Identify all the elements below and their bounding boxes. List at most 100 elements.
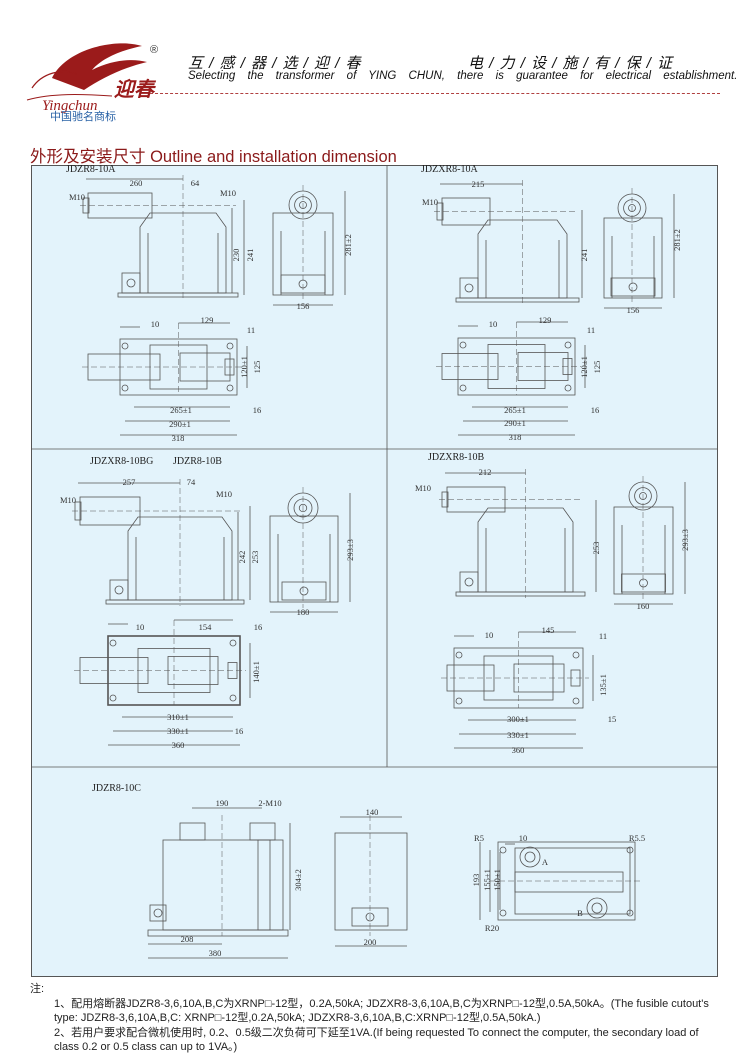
dimension-label: 120±1 xyxy=(238,356,249,378)
dimension-label: 15 xyxy=(607,713,617,724)
dimension-label: 253 xyxy=(590,541,601,555)
note-item: 1、配用熔断器JDZR8-3,6,10A,B,C为XRNP□-12型，0.2A,… xyxy=(54,997,709,1025)
dimension-label: 16 xyxy=(590,404,600,415)
primary-terminal-a xyxy=(524,851,536,863)
header-divider xyxy=(150,93,720,94)
terminal-bolt xyxy=(639,578,648,588)
primary-terminal-a xyxy=(519,846,541,868)
trademark-text: 中国驰名商标 xyxy=(50,111,116,123)
dimension-label: 16 xyxy=(234,725,244,736)
dimension-label: 215 xyxy=(471,178,485,189)
model-name: JDZXR8-10A xyxy=(421,164,478,175)
dimension-label: M10 xyxy=(68,191,86,202)
dimension-label: 16 xyxy=(252,404,262,415)
mounting-hole xyxy=(572,651,580,659)
page-title: 外形及安装尺寸 Outline and installation dimensi… xyxy=(30,148,397,166)
transformer-body-end xyxy=(613,506,674,595)
dimension-label: 11 xyxy=(246,324,256,335)
dimension-label: 293±3 xyxy=(344,539,355,561)
dimension-label: 2-M10 xyxy=(258,797,282,808)
model-name: JDZXR8-10B xyxy=(428,452,485,463)
dimension-label: 155±1 xyxy=(481,869,492,891)
transformer-body-side xyxy=(162,839,284,931)
dimension-label: 330±1 xyxy=(167,725,189,736)
dimension-label: 150±1 xyxy=(491,869,502,891)
transformer-body-end xyxy=(334,832,408,931)
terminal-box xyxy=(109,579,129,601)
coil-outline xyxy=(513,663,565,693)
dimension-label: 11 xyxy=(586,324,596,335)
mounting-hole xyxy=(626,909,634,917)
base-plate xyxy=(117,292,239,298)
dimension-label: M10 xyxy=(421,196,439,207)
dimension-label: 193 xyxy=(470,873,481,887)
dimension-label: 318 xyxy=(171,432,185,443)
dimension-label: 200 xyxy=(363,936,377,947)
dimension-label: 11 xyxy=(598,630,608,641)
dimension-label: 360 xyxy=(171,739,185,750)
dimension-label: 129 xyxy=(200,314,214,325)
dimension-label: 293±3 xyxy=(679,529,690,551)
secondary-terminal-box xyxy=(621,573,666,593)
registered-mark: ® xyxy=(150,44,159,56)
base-plate xyxy=(105,599,245,605)
dimension-label: 265±1 xyxy=(504,404,526,415)
dimension-label: 135±1 xyxy=(597,674,608,696)
dimension-label: 140 xyxy=(365,806,379,817)
ground-terminal xyxy=(224,358,235,376)
model-name: JDZR8-10B xyxy=(173,456,222,467)
mounting-hole xyxy=(229,639,237,647)
bushing-end-circle xyxy=(298,503,308,513)
dimension-label: B xyxy=(577,907,583,918)
terminal-box xyxy=(121,272,141,294)
dimension-label: R20 xyxy=(484,922,500,933)
dimension-label: 260 xyxy=(129,177,143,188)
dimension-label: M10 xyxy=(59,494,77,505)
dimension-label: M10 xyxy=(219,187,237,198)
dimension-label: 156 xyxy=(296,300,310,311)
slogan-cn-left: 互 / 感 / 器 / 选 / 迎 / 春 xyxy=(188,55,362,72)
terminal-bolt xyxy=(114,585,124,595)
terminal-bolt xyxy=(126,278,136,288)
dimension-label: 241 xyxy=(244,248,255,262)
dimension-label: 253 xyxy=(249,550,260,564)
dimension-label: 125 xyxy=(251,360,262,374)
mounting-hole xyxy=(455,651,463,659)
dimension-label: 74 xyxy=(186,476,196,487)
mounting-hole xyxy=(455,697,463,705)
model-name: JDZR8-10A xyxy=(66,164,116,175)
dimension-label: 140±1 xyxy=(250,661,261,683)
mounting-hole xyxy=(564,341,572,349)
dimension-label: 10 xyxy=(150,318,160,329)
dimension-label: A xyxy=(541,856,549,867)
dimension-label: 16 xyxy=(253,621,263,632)
dimension-label: 304±2 xyxy=(292,869,303,891)
terminal-bolt xyxy=(464,283,474,293)
note-item: 2、若用户要求配合微机使用时, 0.2、0.5级二次负荷可下延至1VA.(If … xyxy=(54,1026,699,1054)
base-plate xyxy=(147,929,289,937)
dimension-label: 290±1 xyxy=(504,417,526,428)
dimension-label: 300±1 xyxy=(507,713,529,724)
dimension-label: 120±1 xyxy=(578,356,589,378)
terminal-bolt xyxy=(365,912,375,922)
dimension-label: 160 xyxy=(636,600,650,611)
mounting-hole xyxy=(226,342,234,350)
dimension-label: 10 xyxy=(135,621,145,632)
dimension-label: 230 xyxy=(230,248,241,262)
dimension-label: 208 xyxy=(180,933,194,944)
mounting-hole xyxy=(572,697,580,705)
dimension-label: 156 xyxy=(626,304,640,315)
transformer-body-side xyxy=(477,219,568,299)
transformer-body-end xyxy=(269,515,339,603)
transformer-body-end xyxy=(603,217,663,299)
mounting-hole xyxy=(109,694,117,702)
dimension-label: 310±1 xyxy=(167,711,189,722)
dimension-label: 180 xyxy=(296,606,310,617)
terminal-bolt xyxy=(153,908,163,918)
dimension-label: 257 xyxy=(122,476,136,487)
dimension-label: 265±1 xyxy=(170,404,192,415)
model-name: JDZR8-10C xyxy=(92,783,141,794)
base-plate xyxy=(455,297,580,303)
yingchun-logo: Yingchun 迎春 xyxy=(26,43,157,114)
